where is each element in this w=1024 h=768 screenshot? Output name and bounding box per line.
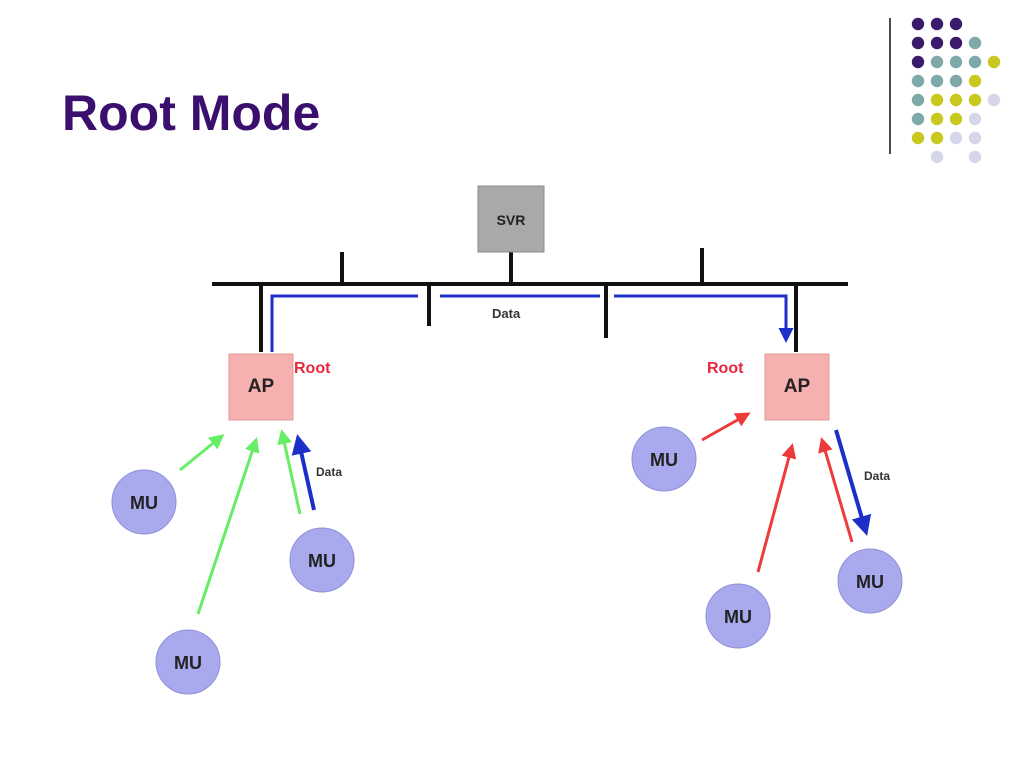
mobile-unit-circle [705, 583, 771, 649]
slide-title: Root Mode [62, 85, 321, 141]
decorative-dot [968, 93, 982, 107]
wireless-link-arrow [277, 429, 302, 515]
mobile-unit: MU [155, 629, 221, 695]
decorative-dot [949, 131, 963, 145]
data-flow-segment [614, 294, 794, 343]
decorative-dot [968, 74, 982, 88]
decorative-divider [889, 18, 891, 154]
decorative-dot [911, 112, 925, 126]
decorative-dot [949, 74, 963, 88]
server-label: SVR [497, 212, 526, 228]
mobile-unit-label: MU [650, 450, 678, 470]
decorative-dot [930, 93, 944, 107]
decorative-dot [930, 36, 944, 50]
decorative-dot [911, 55, 925, 69]
mobile-unit: MU [705, 583, 771, 649]
decorative-dot [968, 150, 982, 164]
left-ap-box [228, 353, 294, 421]
data-flow-backbone [270, 294, 794, 352]
mobile-unit-circle [289, 527, 355, 593]
wireless-link-arrow [818, 437, 854, 543]
left-wireless-links [179, 429, 302, 615]
mobile-unit-label: MU [174, 653, 202, 673]
right-ap-label: AP [784, 376, 811, 397]
decorative-dot [930, 55, 944, 69]
mobile-unit: MU [289, 527, 355, 593]
mobile-unit-label: MU [130, 493, 158, 513]
mobile-unit: MU [631, 426, 697, 492]
left-ap-data-label: Data [316, 465, 342, 479]
mobile-unit-circle [631, 426, 697, 492]
right-ap-root-label: Root [707, 360, 744, 377]
decorative-dot [949, 17, 963, 31]
right-ap-data-label: Data [864, 469, 890, 483]
mobile-unit-circle [111, 469, 177, 535]
right-data-flow-arrow [834, 429, 872, 536]
wireless-link-arrow [196, 437, 260, 615]
decorative-dot [968, 55, 982, 69]
decorative-dot [949, 112, 963, 126]
decorative-dot [911, 74, 925, 88]
mobile-unit-label: MU [856, 572, 884, 592]
wireless-link-arrow [179, 434, 225, 472]
mobile-unit-circle [837, 548, 903, 614]
decorative-dot [968, 36, 982, 50]
mobile-unit-circle [155, 629, 221, 695]
wired-backbone [212, 248, 848, 352]
decorative-dot [949, 55, 963, 69]
decorative-dot [987, 55, 1001, 69]
data-label-bus: Data [492, 306, 521, 321]
mobile-unit-label: MU [308, 551, 336, 571]
decorative-dot [968, 131, 982, 145]
right-wireless-links [701, 412, 854, 573]
data-flow-segment [270, 294, 418, 352]
right-ap-box [764, 353, 830, 421]
decorative-dot-grid [911, 17, 1001, 164]
decorative-dot [911, 93, 925, 107]
decorative-dot [930, 112, 944, 126]
decorative-dot [930, 131, 944, 145]
decorative-dot [911, 131, 925, 145]
left-ap-label: AP [248, 376, 275, 397]
decorative-dot [930, 150, 944, 164]
mobile-unit-label: MU [724, 607, 752, 627]
decorative-dot [949, 36, 963, 50]
decorative-dot [949, 93, 963, 107]
mobile-unit: MU [837, 548, 903, 614]
right-access-point: AP Root [707, 353, 830, 421]
decorative-dot [930, 17, 944, 31]
wireless-link-arrow [756, 443, 797, 573]
decorative-dot [987, 93, 1001, 107]
decorative-dot [930, 74, 944, 88]
decorative-dot [968, 112, 982, 126]
wireless-link-arrow [701, 412, 751, 442]
left-ap-root-label: Root [294, 360, 331, 377]
decorative-dot [911, 36, 925, 50]
server-box [477, 185, 545, 253]
server-node: SVR [477, 185, 545, 253]
decorative-dot [911, 17, 925, 31]
mobile-unit: MU [111, 469, 177, 535]
left-data-flow-arrow [291, 434, 316, 511]
left-access-point: AP Root [228, 353, 331, 421]
